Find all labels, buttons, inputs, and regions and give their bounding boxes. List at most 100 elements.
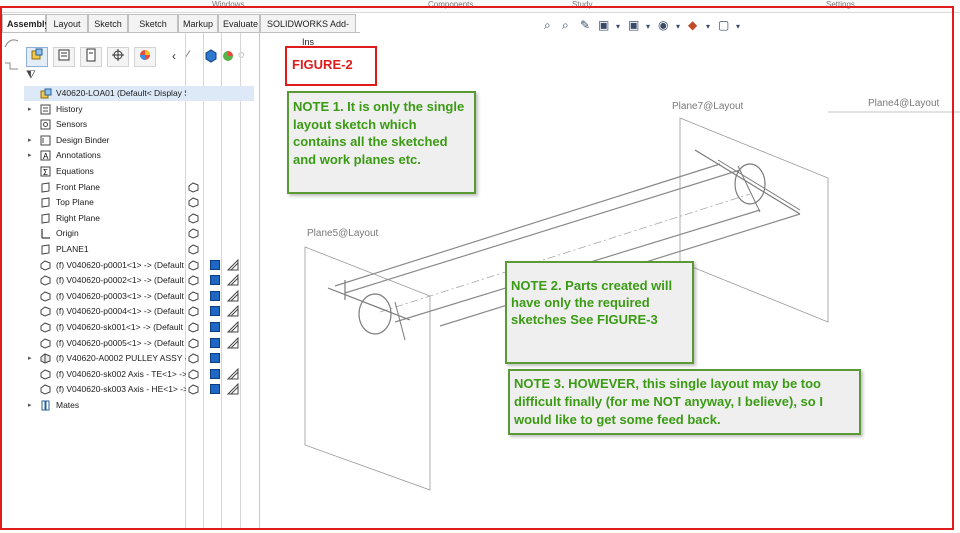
- tree-item[interactable]: (f) V040620-p0001<1> -> (Default: [24, 258, 254, 273]
- left-bracket[interactable]: [394, 301, 406, 341]
- transparency-toggle-icon[interactable]: [227, 258, 239, 271]
- part-state-icon[interactable]: [188, 369, 200, 381]
- right-pulley[interactable]: [734, 163, 766, 205]
- view-orientation-icon[interactable]: ▣: [628, 18, 640, 32]
- tab-markup[interactable]: Markup: [178, 14, 218, 32]
- part-state-icon[interactable]: [188, 306, 200, 318]
- view-settings-icon[interactable]: ▢: [718, 18, 730, 32]
- display-state-swatch[interactable]: [210, 322, 220, 332]
- expand-chevron-icon[interactable]: ▸: [28, 136, 32, 144]
- zoom-to-area-icon[interactable]: ⌕: [562, 18, 569, 32]
- section-view-icon[interactable]: ▣: [598, 18, 610, 32]
- tree-item[interactable]: Right Plane: [24, 211, 254, 226]
- tab-sketch[interactable]: Sketch: [88, 14, 128, 32]
- ribbon-group-study[interactable]: Study: [572, 0, 593, 9]
- panel-scroll-left-icon[interactable]: ‹: [172, 49, 176, 63]
- rail-line[interactable]: [334, 163, 721, 287]
- display-state-swatch[interactable]: [210, 384, 220, 395]
- tree-item[interactable]: (f) V040620-p0005<1> -> (Default: [24, 336, 254, 351]
- tree-item[interactable]: Front Plane: [24, 180, 254, 195]
- tree-item[interactable]: (f) V040620-sk003 Axis - HE<1> ->: [24, 382, 254, 397]
- part-state-icon[interactable]: [188, 322, 200, 334]
- tree-item[interactable]: (f) V040620-p0002<1> -> (Default: [24, 273, 254, 288]
- part-state-icon[interactable]: [188, 244, 200, 256]
- edit-appearance-icon[interactable]: ◆: [688, 18, 698, 32]
- property-manager-tab-button[interactable]: [53, 47, 75, 67]
- tree-item[interactable]: PLANE1: [24, 242, 254, 257]
- dimxpert-tab-button[interactable]: [107, 47, 129, 67]
- expand-chevron-icon[interactable]: ▸: [28, 152, 32, 160]
- expand-chevron-icon[interactable]: ▸: [28, 402, 32, 409]
- expand-chevron-icon[interactable]: ▸: [28, 105, 32, 113]
- center-axis-line[interactable]: [379, 193, 751, 313]
- transparency-toggle-icon[interactable]: [227, 367, 239, 380]
- tree-item[interactable]: (f) V040620-sk001<1> -> (Default: [24, 320, 254, 335]
- previous-view-icon[interactable]: ✎: [580, 18, 591, 32]
- part-state-icon[interactable]: [188, 291, 200, 303]
- tree-item[interactable]: ▸Mates: [24, 398, 254, 413]
- ribbon-group-windows[interactable]: Windows: [212, 0, 245, 9]
- configuration-manager-tab-button[interactable]: [80, 47, 102, 67]
- display-style-icon[interactable]: ◉: [658, 18, 669, 32]
- tree-item[interactable]: ▸(f) V40620-A0002 PULLEY ASSY - I: [24, 351, 254, 366]
- tab-solidworks-addins[interactable]: SOLIDWORKS Add-Ins: [260, 14, 356, 47]
- display-manager-tab-button[interactable]: [134, 47, 156, 67]
- part-state-icon[interactable]: [188, 228, 200, 240]
- plane7-label[interactable]: Plane7@Layout: [672, 101, 744, 112]
- transparency-toggle-icon[interactable]: [227, 289, 239, 302]
- chevron-down-icon[interactable]: ▾: [676, 22, 681, 31]
- transparency-toggle-icon[interactable]: [227, 336, 239, 349]
- part-state-icon[interactable]: [188, 275, 200, 287]
- plane5-label[interactable]: Plane5@Layout: [307, 228, 379, 239]
- display-state-swatch[interactable]: [210, 337, 220, 348]
- tab-assembly[interactable]: Assembly: [2, 14, 50, 32]
- transparency-toggle-icon[interactable]: [227, 321, 239, 333]
- tree-item[interactable]: Origin: [24, 226, 254, 241]
- part-state-icon[interactable]: [188, 384, 200, 396]
- tree-item[interactable]: Sensors: [24, 117, 254, 132]
- chevron-down-icon[interactable]: ▾: [646, 22, 651, 31]
- display-state-swatch[interactable]: [210, 353, 220, 364]
- display-state-icon[interactable]: [204, 49, 218, 63]
- part-state-icon[interactable]: [188, 260, 200, 272]
- tree-item[interactable]: ▸Design Binder: [24, 133, 254, 148]
- feature-manager-tab-button[interactable]: [26, 47, 48, 67]
- right-bracket[interactable]: [737, 165, 761, 213]
- transparency-toggle-icon[interactable]: [227, 305, 239, 317]
- hide-show-icon[interactable]: ⁄: [187, 49, 189, 61]
- transparency-toggle-icon[interactable]: [227, 383, 239, 395]
- chevron-down-icon[interactable]: ▾: [736, 22, 741, 31]
- tree-item[interactable]: (f) V040620-p0004<1> -> (Default: [24, 304, 254, 319]
- plane5-outline[interactable]: [304, 246, 431, 491]
- tab-layout[interactable]: Layout: [46, 14, 88, 32]
- zoom-to-fit-icon[interactable]: ⌕: [544, 18, 551, 32]
- right-shaft[interactable]: [694, 149, 801, 215]
- plane4-label[interactable]: Plane4@Layout: [868, 98, 940, 109]
- rail-line[interactable]: [344, 169, 741, 294]
- display-state-swatch[interactable]: [210, 290, 220, 301]
- tree-item[interactable]: ▸History: [24, 102, 254, 117]
- display-state-swatch[interactable]: [210, 259, 220, 270]
- tree-item[interactable]: (f) V040620-sk002 Axis - TE<1> ->: [24, 367, 254, 382]
- ribbon-group-components[interactable]: Components: [428, 0, 474, 9]
- left-pulley[interactable]: [358, 293, 392, 335]
- transparency-toggle-icon[interactable]: [227, 274, 239, 286]
- tree-item[interactable]: (f) V040620-p0003<1> -> (Default: [24, 289, 254, 304]
- expand-chevron-icon[interactable]: ▸: [28, 355, 32, 363]
- part-state-icon[interactable]: [188, 197, 200, 209]
- appearance-pie-icon[interactable]: [221, 49, 235, 63]
- plane7-outline[interactable]: [679, 117, 829, 323]
- part-state-icon[interactable]: [188, 182, 200, 194]
- display-state-swatch[interactable]: [210, 306, 220, 317]
- display-state-swatch[interactable]: [210, 275, 220, 286]
- tree-item[interactable]: Top Plane: [24, 195, 254, 210]
- chevron-down-icon[interactable]: ▾: [706, 22, 711, 31]
- right-shaft-2[interactable]: [717, 159, 801, 211]
- left-shaft[interactable]: [327, 287, 411, 321]
- filter-icon[interactable]: ⧨: [26, 69, 36, 81]
- display-state-swatch[interactable]: [210, 368, 220, 379]
- part-state-icon[interactable]: [188, 338, 200, 350]
